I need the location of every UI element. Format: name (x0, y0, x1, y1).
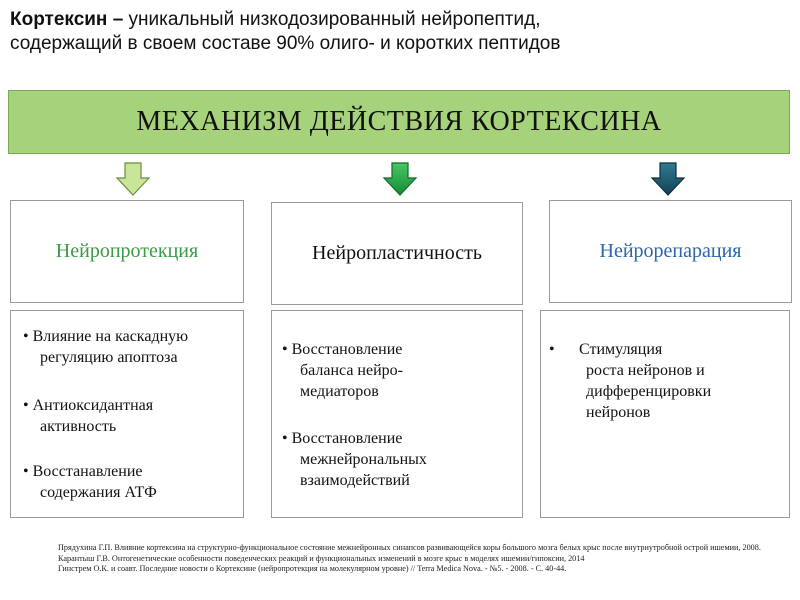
reference-2: Карантыш Г.В. Онтогенетические особеннос… (58, 553, 585, 563)
list-item-continuation: роста нейронов и дифференцировки нейроно… (586, 362, 712, 421)
mechanism-banner: МЕХАНИЗМ ДЕЙСТВИЯ КОРТЕКСИНА (8, 90, 790, 154)
arrow-down-icon-left (115, 162, 151, 196)
title-line-1-rest: уникальный низкодозированный нейропептид… (123, 9, 541, 30)
list-neuroprotection: • Влияние на каскадную регуляцию апоптоз… (10, 310, 244, 518)
list-item: • Влияние на каскадную регуляцию апоптоз… (23, 328, 189, 366)
reference-3: Гинстрем О.К. и соавт. Последние новости… (58, 564, 567, 573)
list-item: • Восстановление баланса нейро- медиатор… (282, 341, 403, 400)
arrow-down-icon-right (650, 162, 686, 196)
title-bold: Кортексин – (10, 9, 124, 30)
heading-neuroplasticity: Нейропластичность (271, 202, 523, 305)
list-item: • Антиоксидантная активность (23, 397, 154, 435)
list-item: • Стимуляция (549, 341, 663, 358)
title-line-2: содержащий в своем составе 90% олиго- и … (10, 33, 561, 54)
heading-neuroreparation: Нейрорепарация (549, 200, 792, 303)
list-item: • Восстанавление содержания АТФ (23, 463, 157, 501)
references: Прядухина Г.П. Влияние кортексина на стр… (58, 543, 774, 575)
slide-title: Кортексин – уникальный низкодозированный… (10, 8, 790, 56)
arrow-down-icon-center (382, 162, 418, 196)
list-neuroplasticity: • Восстановление баланса нейро- медиатор… (271, 310, 523, 518)
list-item: • Восстановление межнейрональных взаимод… (282, 430, 427, 489)
reference-1: Прядухина Г.П. Влияние кортексина на стр… (58, 543, 761, 552)
title-line-1: Кортексин – уникальный низкодозированный… (10, 8, 790, 32)
heading-neuroprotection: Нейропротекция (10, 200, 244, 303)
list-neuroreparation: • Стимуляция роста нейронов и дифференци… (540, 310, 790, 518)
